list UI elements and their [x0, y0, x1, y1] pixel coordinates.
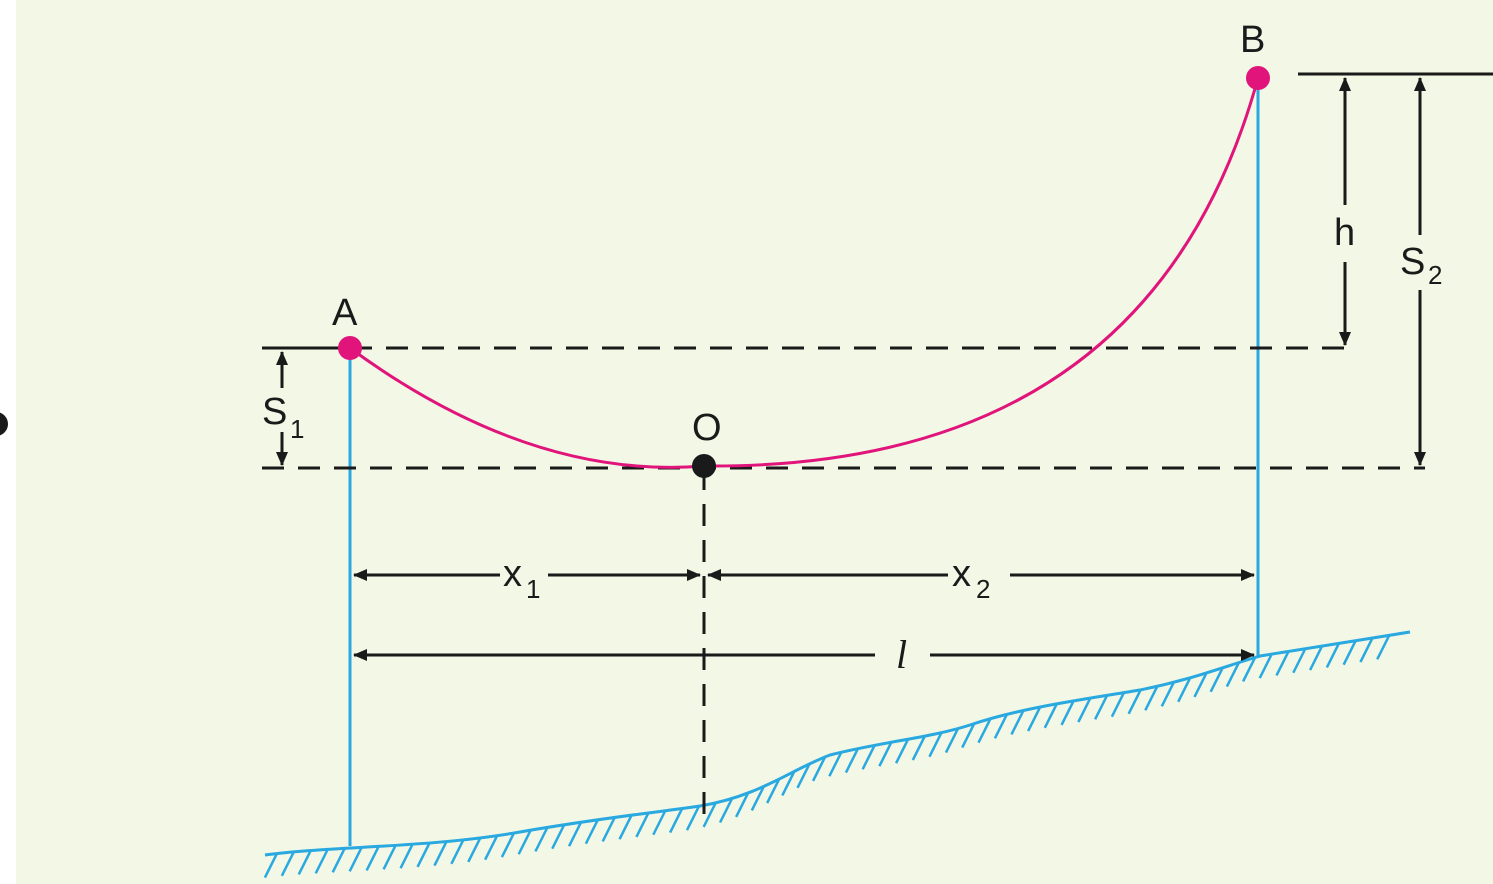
ground-hatch-mark	[1359, 637, 1374, 663]
ground-hatch-mark	[1026, 706, 1042, 732]
ground-hatch-mark	[1093, 694, 1109, 720]
ground-hatch-mark	[1043, 703, 1058, 729]
ground-hatching	[263, 634, 1391, 879]
ground-hatch-mark	[416, 842, 431, 868]
ground-hatch-mark	[652, 810, 667, 836]
ground-hatch-mark	[669, 807, 684, 834]
ground-hatch-mark	[348, 846, 363, 872]
ground-hatch-mark	[1275, 650, 1290, 676]
ground-hatch-mark	[382, 844, 397, 870]
label-s1: S	[262, 391, 287, 433]
point-a-marker	[338, 336, 362, 360]
ground-hatch-mark	[702, 802, 717, 828]
ground-hatch-mark	[796, 763, 811, 789]
ground-hatch-mark	[331, 847, 346, 873]
label-x2: x	[952, 553, 971, 595]
ground-hatch-mark	[551, 824, 566, 850]
point-o-marker	[692, 454, 716, 478]
ground-hatch-mark	[1144, 685, 1159, 711]
ground-hatch-mark	[718, 797, 734, 824]
ground-hatch-mark	[1342, 640, 1357, 666]
ground-hatch-mark	[1127, 689, 1142, 715]
ground-hatch-mark	[567, 821, 583, 847]
label-s1-subscript: 1	[290, 414, 304, 444]
ground-hatch-mark	[911, 735, 926, 761]
ground-hatch-mark	[1376, 634, 1391, 660]
ground-hatch-mark	[1177, 677, 1192, 703]
ground-hatch-mark	[484, 835, 499, 861]
ground-hatch-mark	[517, 829, 532, 855]
ground-hatch-mark	[750, 785, 765, 811]
label-point-o: O	[692, 407, 722, 449]
ground-hatch-mark	[1160, 681, 1175, 707]
ground-hatch-mark	[635, 812, 650, 838]
ground-hatch-mark	[878, 741, 893, 767]
label-x1-subscript: 1	[526, 574, 540, 604]
ground-hatch-mark	[1308, 645, 1324, 671]
label-x1: x	[503, 553, 522, 595]
label-point-b: B	[1240, 19, 1265, 61]
ground-hatch-mark	[811, 756, 827, 782]
ground-hatch-mark	[1010, 709, 1025, 736]
ground-hatch-mark	[861, 744, 876, 770]
ground-hatch-mark	[1060, 700, 1075, 726]
ground-hatch-mark	[297, 849, 312, 876]
ground-hatch-mark	[263, 852, 279, 879]
ground-hatch-mark	[500, 832, 516, 858]
dimension-arrows	[276, 77, 1426, 661]
ground-hatch-mark	[584, 819, 599, 845]
ground-hatch-mark	[399, 843, 414, 869]
ground-hatch-mark	[1193, 672, 1208, 698]
label-h: h	[1334, 212, 1355, 254]
ground-hatch-mark	[534, 826, 549, 852]
ground-hatch-mark	[1325, 642, 1340, 668]
ground-hatch-mark	[944, 728, 960, 754]
ground-hatch-mark	[1209, 667, 1224, 693]
ground-hatch-mark	[928, 732, 943, 758]
ground-hatch-mark	[766, 778, 781, 804]
ground	[264, 630, 1411, 857]
label-span: l	[896, 632, 907, 677]
ground-hatch-mark	[828, 751, 843, 777]
ground-hatch-mark	[365, 845, 380, 871]
ground-hatch-mark	[1241, 656, 1257, 683]
label-x2-subscript: 2	[976, 574, 990, 604]
ground-hatch-mark	[280, 851, 295, 877]
edge-dot	[0, 412, 8, 436]
label-s2: S	[1400, 241, 1425, 283]
ground-hatch-mark	[601, 816, 616, 842]
point-b-marker	[1246, 66, 1270, 90]
background-panel	[16, 0, 1493, 884]
ground-hatch-mark	[894, 738, 910, 764]
ground-hatch-mark	[618, 814, 633, 840]
ground-hatch-mark	[467, 837, 482, 863]
ground-hatch-mark	[433, 840, 448, 867]
ground-hatch-mark	[1110, 692, 1126, 718]
ground-hatch-mark	[993, 713, 1009, 739]
ground-hatch-mark	[450, 839, 465, 865]
label-s2-subscript: 2	[1428, 260, 1442, 290]
ground-hatch-mark	[685, 805, 701, 831]
ground-hatch-mark	[1292, 648, 1307, 674]
ground-hatch-mark	[781, 770, 796, 796]
ground-hatch-mark	[1077, 697, 1092, 723]
ground-hatch-mark	[1225, 662, 1240, 688]
ground-hatch-mark	[961, 723, 976, 749]
ground-hatch-mark	[977, 718, 992, 744]
label-point-a: A	[332, 292, 358, 334]
cable-curve	[349, 77, 1260, 469]
dashed-lines	[262, 346, 1425, 815]
ground-hatch-mark	[735, 792, 750, 818]
ground-hatch-mark	[314, 848, 329, 874]
ground-hatch-mark	[1258, 653, 1273, 679]
ground-hatch-mark	[844, 747, 860, 774]
